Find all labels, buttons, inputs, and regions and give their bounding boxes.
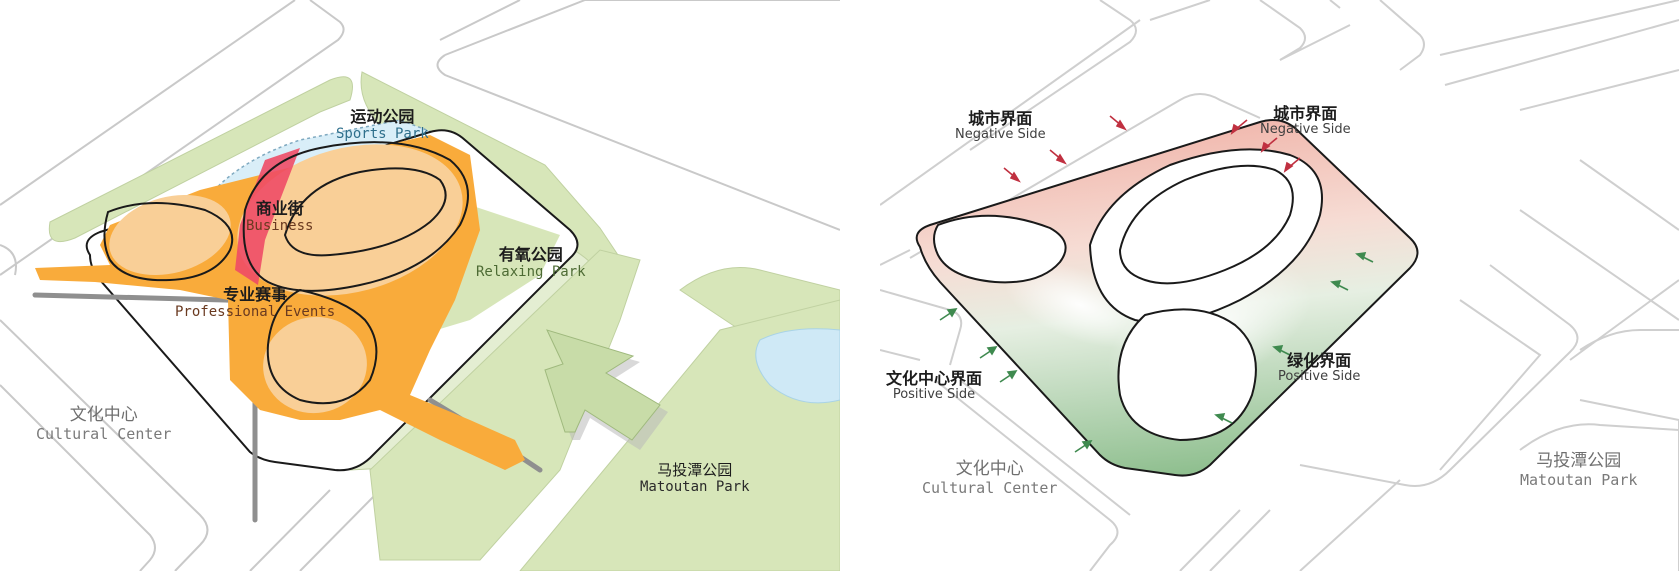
negative-side-en-right: Negative Side [1260, 122, 1351, 138]
business-label: 商业街 Business [246, 199, 314, 235]
relaxing-park-cn: 有氧公园 [498, 245, 563, 264]
cultural-center-cn-left: 文化中心 [69, 405, 138, 425]
matoutan-park-cn-right: 马投潭公园 [1536, 451, 1622, 471]
cultural-center-en-left: Cultural Center [36, 424, 172, 443]
professional-events-cn: 专业赛事 [223, 285, 288, 304]
positive-side-en-right: Positive Side [1278, 369, 1361, 385]
positive-side-arrows [939, 252, 1374, 453]
positive-side-cn-left: 文化中心界面 [886, 369, 983, 388]
interface-analysis-diagram: 城市界面 Negative Side 城市界面 Negative Side 文化… [880, 0, 1679, 571]
negative-side-arrows [1003, 115, 1301, 183]
sports-park-label: 运动公园 Sports Park [336, 107, 429, 143]
park-entry-arrow [544, 329, 668, 450]
positive-side-cn-right: 绿化界面 [1287, 351, 1352, 370]
business-cn: 商业街 [255, 199, 304, 218]
matoutan-park-label-left: 马投潭公园 Matoutan Park [640, 461, 750, 496]
professional-events-label: 专业赛事 Professional Events [175, 285, 336, 321]
negative-side-label-left: 城市界面 Negative Side [955, 109, 1046, 143]
matoutan-park-en-left: Matoutan Park [640, 479, 750, 496]
relaxing-park-en: Relaxing Park [476, 264, 586, 281]
negative-side-cn-left: 城市界面 [968, 109, 1033, 128]
negative-side-cn-right: 城市界面 [1273, 104, 1338, 123]
function-zoning-diagram: 运动公园 Sports Park 商业街 Business 有氧公园 Relax… [0, 0, 840, 571]
matoutan-park-label-right: 马投潭公园 Matoutan Park [1520, 451, 1638, 489]
cultural-center-cn-right: 文化中心 [955, 459, 1024, 479]
matoutan-park-cn-left: 马投潭公园 [657, 461, 733, 479]
matoutan-park-en-right: Matoutan Park [1520, 470, 1638, 489]
cultural-center-label-right: 文化中心 Cultural Center [922, 459, 1058, 497]
cultural-center-en-right: Cultural Center [922, 478, 1058, 497]
negative-side-en-left: Negative Side [955, 127, 1046, 143]
sports-park-en: Sports Park [336, 126, 429, 143]
professional-events-en: Professional Events [175, 304, 336, 321]
relaxing-park-label: 有氧公园 Relaxing Park [476, 245, 586, 281]
cultural-center-label-left: 文化中心 Cultural Center [36, 405, 172, 443]
negative-side-label-right: 城市界面 Negative Side [1260, 104, 1351, 138]
sports-park-cn: 运动公园 [350, 107, 415, 126]
left-site-plan-graphic [0, 0, 840, 571]
positive-side-en-left: Positive Side [892, 387, 976, 403]
business-en: Business [246, 218, 314, 235]
positive-side-label-left: 文化中心界面 Positive Side [886, 369, 983, 403]
right-site-plan-graphic [880, 0, 1679, 571]
positive-side-label-right: 绿化界面 Positive Side [1278, 351, 1361, 385]
